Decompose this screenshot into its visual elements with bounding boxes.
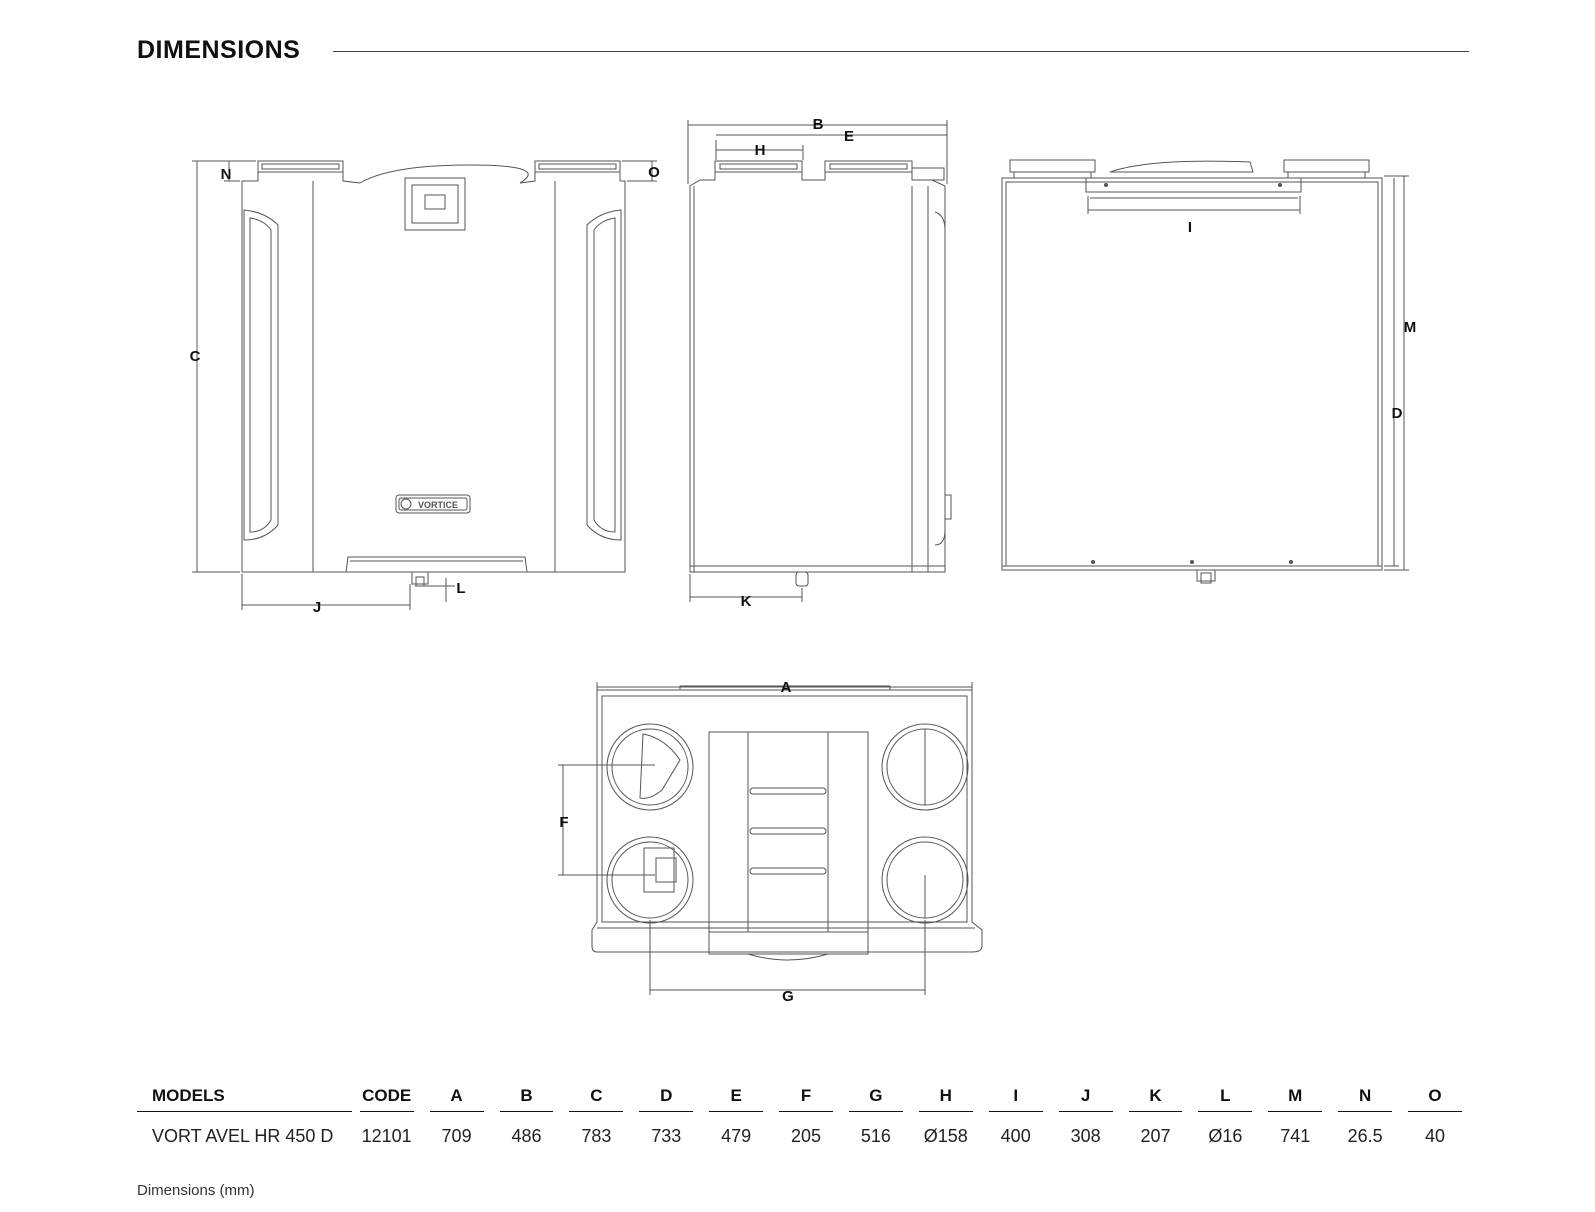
dim-label-n: N [221, 166, 232, 183]
table-header-row: MODELS CODE A B C D E F G H I J K L M N … [137, 1086, 1470, 1112]
top-view [558, 682, 983, 995]
cell-model: VORT AVEL HR 450 D [152, 1126, 334, 1146]
dim-label-l: L [456, 580, 465, 597]
cell-j: 308 [1070, 1126, 1101, 1146]
dim-label-b: B [813, 116, 824, 133]
col-header-e: E [701, 1086, 771, 1112]
dim-label-f: F [559, 814, 568, 831]
cell-c: 783 [581, 1126, 612, 1146]
dimension-letters: C N O J L B E H K I M D A F G [190, 116, 1417, 1005]
cell-e: 479 [721, 1126, 752, 1146]
dim-label-k: K [741, 593, 752, 610]
col-header-c: C [561, 1086, 631, 1112]
page-title: DIMENSIONS [137, 36, 301, 64]
col-header-f: F [771, 1086, 841, 1112]
front-view [192, 160, 657, 610]
cell-l: Ø16 [1208, 1126, 1243, 1146]
dim-label-j: J [313, 599, 321, 616]
footer-note: Dimensions (mm) [137, 1182, 255, 1199]
col-header-models: MODELS [137, 1086, 352, 1112]
dimensions-table: MODELS CODE A B C D E F G H I J K L M N … [137, 1086, 1470, 1148]
col-header-o: O [1400, 1086, 1470, 1112]
cell-k: 207 [1140, 1126, 1171, 1146]
dim-label-o: O [648, 164, 660, 181]
dim-label-h: H [755, 142, 766, 159]
dim-label-c: C [190, 348, 201, 365]
cell-code: 12101 [361, 1126, 412, 1146]
col-header-g: G [841, 1086, 911, 1112]
dim-label-i: I [1188, 219, 1192, 236]
col-header-d: D [631, 1086, 701, 1112]
technical-drawings: VORTICE C N O J L B E H K I M D A F G [190, 116, 1417, 1005]
col-header-a: A [422, 1086, 492, 1112]
col-header-m: M [1260, 1086, 1330, 1112]
dim-label-e: E [844, 128, 854, 145]
col-header-b: B [492, 1086, 562, 1112]
side-view [687, 120, 952, 602]
title-divider [333, 51, 1469, 52]
dim-label-m: M [1404, 319, 1417, 336]
dim-label-a: A [781, 679, 792, 696]
col-header-k: K [1121, 1086, 1191, 1112]
col-header-h: H [911, 1086, 981, 1112]
cell-b: 486 [511, 1126, 542, 1146]
col-header-j: J [1051, 1086, 1121, 1112]
cell-i: 400 [1000, 1126, 1031, 1146]
dim-label-d: D [1392, 405, 1403, 422]
col-header-code: CODE [352, 1086, 422, 1112]
back-view [1001, 159, 1409, 584]
cell-a: 709 [441, 1126, 472, 1146]
col-header-n: N [1330, 1086, 1400, 1112]
cell-n: 26.5 [1347, 1126, 1383, 1146]
col-header-i: I [981, 1086, 1051, 1112]
dim-label-g: G [782, 988, 794, 1005]
col-header-l: L [1190, 1086, 1260, 1112]
cell-d: 733 [651, 1126, 682, 1146]
cell-o: 40 [1425, 1126, 1446, 1146]
cell-f: 205 [791, 1126, 822, 1146]
cell-g: 516 [860, 1126, 891, 1146]
table-row: VORT AVEL HR 450 D 12101 709 486 783 733… [137, 1112, 1470, 1148]
cell-m: 741 [1280, 1126, 1311, 1146]
brand-plate-text: VORTICE [418, 500, 458, 510]
cell-h: Ø158 [923, 1126, 968, 1146]
